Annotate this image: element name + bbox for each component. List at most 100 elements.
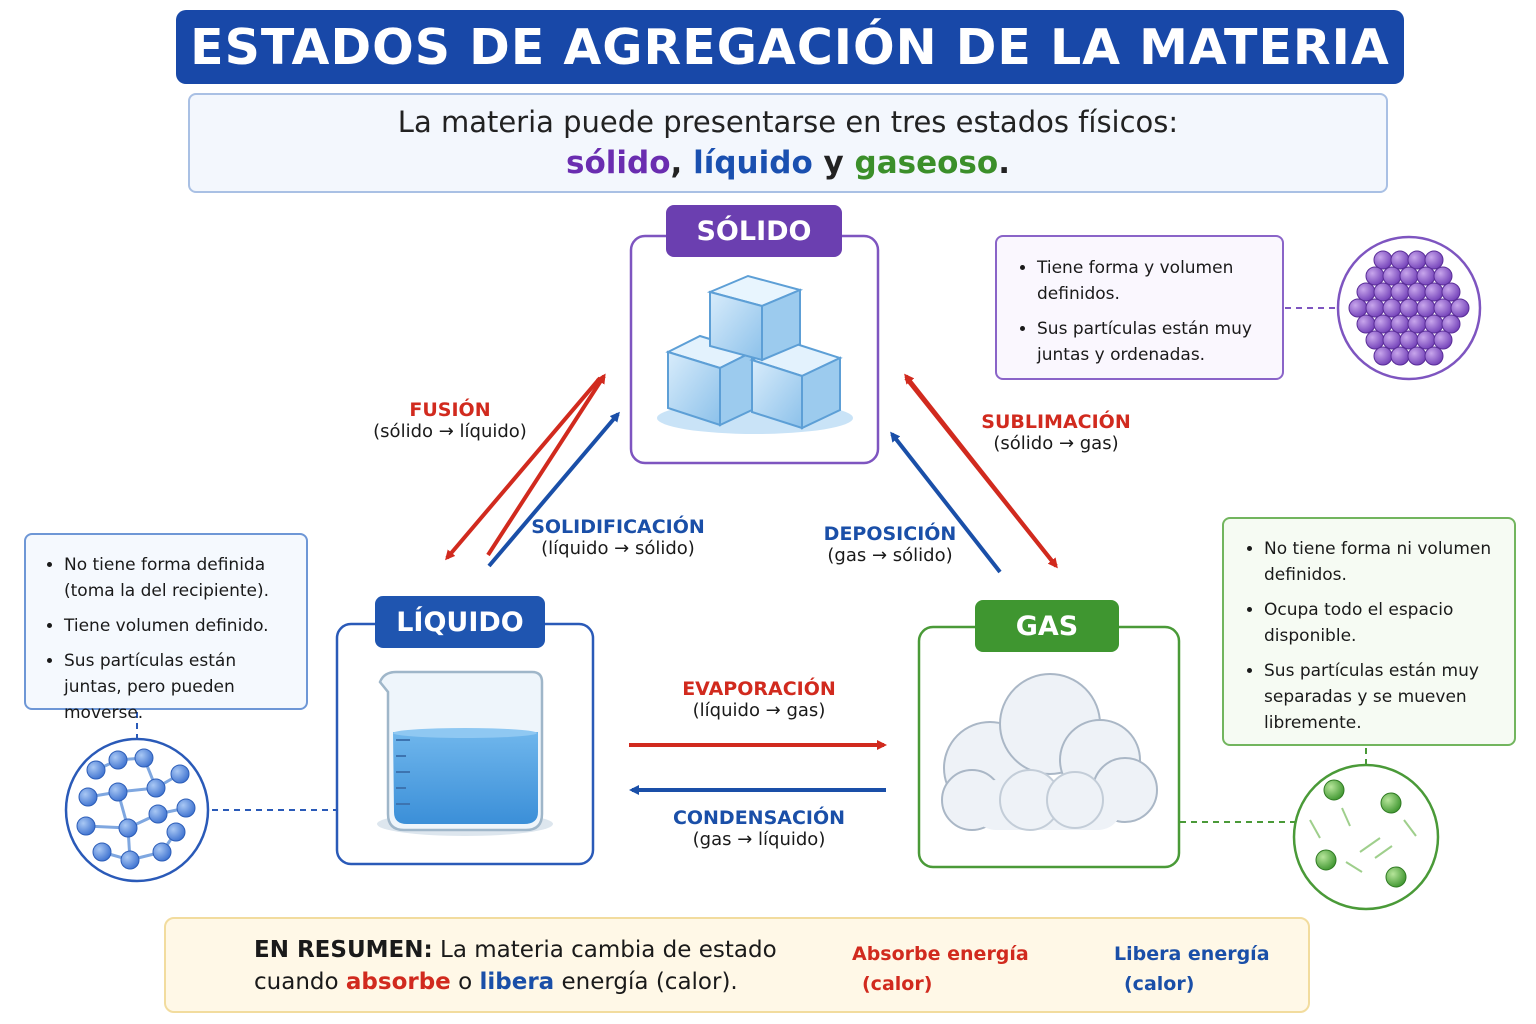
solid-particle bbox=[1416, 298, 1436, 318]
arrow-sublimation-line-back bbox=[904, 373, 1058, 568]
ice-cubes-icon bbox=[657, 274, 853, 434]
solidification-detail: (líquido → sólido) bbox=[541, 538, 695, 559]
evaporation-name: EVAPORACIÓN bbox=[682, 678, 836, 700]
intro-states: sólido, líquido y gaseoso. bbox=[190, 145, 1386, 181]
solid-particle bbox=[1390, 250, 1410, 270]
summary-heading: EN RESUMEN: bbox=[254, 937, 433, 963]
gas-particle-balls bbox=[1315, 779, 1407, 888]
summary-or: o bbox=[450, 969, 480, 995]
process-solidification: SOLIDIFICACIÓN (líquido → sólido) bbox=[508, 516, 728, 559]
intro-solid: sólido bbox=[566, 145, 671, 181]
solid-particle bbox=[1433, 266, 1453, 286]
liquid-particle-balls bbox=[76, 748, 196, 870]
solid-particle bbox=[1399, 330, 1419, 350]
process-deposition: DEPOSICIÓN (gas → sólido) bbox=[780, 523, 1000, 566]
page-title: ESTADOS DE AGREGACIÓN DE LA MATERIA bbox=[190, 18, 1390, 76]
solid-particle bbox=[1407, 250, 1427, 270]
process-condensation: CONDENSACIÓN (gas → líquido) bbox=[649, 807, 869, 850]
intro-liquid: líquido bbox=[693, 145, 813, 181]
solid-particle bbox=[1416, 266, 1436, 286]
solid-particle bbox=[1373, 346, 1393, 366]
solid-particle bbox=[1407, 346, 1427, 366]
solid-info-item: Tiene forma y volumen definidos. bbox=[1037, 255, 1272, 307]
liquid-info-item: Sus partículas están juntas, pero pueden… bbox=[64, 648, 298, 726]
legend-release-sub: (calor) bbox=[1124, 973, 1195, 995]
solid-particle bbox=[1356, 314, 1376, 334]
solid-particle bbox=[1390, 282, 1410, 302]
legend-release: Libera energía (calor) bbox=[1114, 939, 1270, 999]
arrow-fusion bbox=[486, 373, 606, 557]
solid-particle bbox=[1424, 314, 1444, 334]
solid-info-box: Tiene forma y volumen definidos. Sus par… bbox=[995, 235, 1284, 380]
solid-particle bbox=[1399, 266, 1419, 286]
solid-particle bbox=[1373, 314, 1393, 334]
intro-box: La materia puede presentarse en tres est… bbox=[188, 93, 1388, 193]
solid-particle bbox=[1365, 330, 1385, 350]
solid-particle bbox=[1382, 266, 1402, 286]
process-sublimation: SUBLIMACIÓN (sólido → gas) bbox=[946, 411, 1166, 454]
fusion-name: FUSIÓN bbox=[409, 399, 491, 421]
solid-particle bbox=[1424, 250, 1444, 270]
solid-particle bbox=[1373, 250, 1393, 270]
solid-particle bbox=[1365, 266, 1385, 286]
intro-sep: y bbox=[812, 145, 855, 181]
sublimation-name: SUBLIMACIÓN bbox=[981, 411, 1131, 433]
intro-sep: , bbox=[670, 145, 694, 181]
gas-particles-circle bbox=[1292, 763, 1440, 911]
arrow-solidification-line bbox=[487, 411, 620, 568]
solid-particle bbox=[1433, 298, 1453, 318]
process-fusion: FUSIÓN (sólido → líquido) bbox=[340, 399, 560, 442]
solid-particle bbox=[1390, 314, 1410, 334]
solidification-name: SOLIDIFICACIÓN bbox=[531, 516, 705, 538]
solid-particle bbox=[1424, 346, 1444, 366]
deposition-name: DEPOSICIÓN bbox=[823, 523, 957, 545]
deposition-detail: (gas → sólido) bbox=[827, 545, 953, 566]
arrow-deposition-line bbox=[890, 431, 1002, 574]
solid-particle bbox=[1441, 314, 1461, 334]
legend-absorb-sub: (calor) bbox=[862, 973, 933, 995]
solid-particle bbox=[1356, 282, 1376, 302]
solid-particle bbox=[1407, 282, 1427, 302]
legend-absorb: Absorbe energía (calor) bbox=[852, 939, 1029, 999]
summary-line2: cuando bbox=[254, 969, 346, 995]
summary-line1: La materia cambia de estado bbox=[432, 937, 777, 963]
condensation-name: CONDENSACIÓN bbox=[672, 807, 846, 829]
fusion-detail: (sólido → líquido) bbox=[373, 421, 527, 442]
summary-releases: libera bbox=[479, 969, 555, 995]
cloud-icon bbox=[941, 673, 1158, 831]
arrow-fusion-line bbox=[445, 376, 602, 561]
solid-particle bbox=[1348, 298, 1368, 318]
intro-end: . bbox=[998, 145, 1010, 181]
gas-info-box: No tiene forma ni volumen definidos. Ocu… bbox=[1222, 517, 1516, 746]
evaporation-detail: (líquido → gas) bbox=[692, 700, 826, 721]
water-beaker-icon bbox=[377, 670, 553, 836]
liquid-info-item: No tiene forma definida (toma la del rec… bbox=[64, 552, 298, 604]
solid-particle bbox=[1424, 282, 1444, 302]
legend-release-label: Libera energía bbox=[1114, 943, 1270, 965]
solid-particle bbox=[1390, 346, 1410, 366]
gas-info-item: Sus partículas están muy separadas y se … bbox=[1264, 658, 1506, 736]
solid-particle bbox=[1382, 298, 1402, 318]
process-evaporation: EVAPORACIÓN (líquido → gas) bbox=[649, 678, 869, 721]
intro-gas: gaseoso bbox=[854, 145, 999, 181]
solid-particle bbox=[1399, 298, 1419, 318]
solid-particle bbox=[1365, 298, 1385, 318]
liquid-label: LÍQUIDO bbox=[375, 596, 545, 648]
solid-particle bbox=[1382, 330, 1402, 350]
solid-label: SÓLIDO bbox=[666, 205, 842, 257]
gas-label: GAS bbox=[975, 600, 1119, 652]
gas-info-item: Ocupa todo el espacio disponible. bbox=[1264, 597, 1506, 649]
solid-particle bbox=[1450, 298, 1470, 318]
condensation-detail: (gas → líquido) bbox=[692, 829, 826, 850]
summary-text: EN RESUMEN: La materia cambia de estado … bbox=[254, 934, 777, 998]
solid-particle bbox=[1416, 330, 1436, 350]
gas-info-item: No tiene forma ni volumen definidos. bbox=[1264, 536, 1506, 588]
solid-particle bbox=[1441, 282, 1461, 302]
solid-particles bbox=[1348, 250, 1470, 366]
summary-box: EN RESUMEN: La materia cambia de estado … bbox=[164, 917, 1310, 1013]
summary-absorbs: absorbe bbox=[345, 969, 451, 995]
legend-absorb-label: Absorbe energía bbox=[852, 943, 1029, 965]
liquid-info-item: Tiene volumen definido. bbox=[64, 613, 298, 639]
sublimation-detail: (sólido → gas) bbox=[993, 433, 1119, 454]
